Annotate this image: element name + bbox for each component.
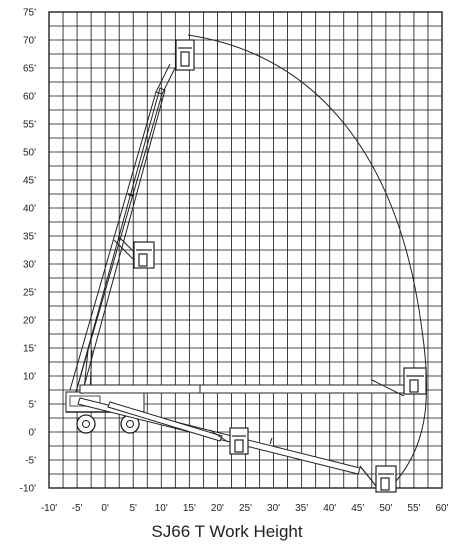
- grid: [48, 11, 443, 489]
- x-tick-label: 15': [183, 503, 196, 514]
- y-tick-label: -10': [20, 484, 36, 495]
- platform-horizontal: [403, 367, 427, 395]
- y-tick-label: 45': [23, 176, 36, 187]
- y-tick-label: 15': [23, 344, 36, 355]
- y-tick-label: 0': [29, 428, 37, 439]
- y-tick-label: 5': [29, 400, 37, 411]
- platform-down-far: [359, 465, 397, 493]
- x-tick-label: 50': [379, 503, 392, 514]
- diagram-title: SJ66 T Work Height: [151, 522, 303, 541]
- x-tick-label: 35': [295, 503, 308, 514]
- y-tick-label: 65': [23, 64, 36, 75]
- x-tick-label: 40': [323, 503, 336, 514]
- boom-down: [77, 397, 361, 475]
- boom-max-height: [69, 63, 177, 395]
- platform-max-height: [175, 39, 195, 71]
- lift-cylinder: [83, 349, 93, 391]
- y-tick-label: 55': [23, 120, 36, 131]
- x-tick-label: 25': [239, 503, 252, 514]
- y-tick-label: 70': [23, 36, 36, 47]
- y-axis-ticks: 75' 70' 65' 60' 55' 50' 45' 40' 35' 30' 25' 20' 15' 1…: [20, 8, 36, 495]
- x-tick-label: 10': [155, 503, 168, 514]
- x-tick-label: 45': [351, 503, 364, 514]
- x-tick-label: -10': [41, 503, 57, 514]
- platform-down-mid: [229, 427, 249, 455]
- x-tick-label: 60': [435, 503, 448, 514]
- y-tick-label: 60': [23, 92, 36, 103]
- y-tick-label: -5': [25, 456, 36, 467]
- y-tick-label: 10': [23, 372, 36, 383]
- x-tick-label: 0': [101, 503, 109, 514]
- work-envelope-curve: [187, 34, 428, 491]
- y-tick-label: 35': [23, 232, 36, 243]
- x-tick-label: 55': [407, 503, 420, 514]
- x-tick-label: 20': [211, 503, 224, 514]
- platform-mid: [133, 241, 155, 269]
- y-tick-label: 75': [23, 8, 36, 19]
- x-axis-ticks: -10' -5' 0' 5' 10' 15' 20' 25' 30' 35' 40' 45' 50' 55…: [41, 503, 449, 514]
- grid-border: [48, 11, 443, 489]
- x-tick-label: 30': [267, 503, 280, 514]
- y-tick-label: 20': [23, 316, 36, 327]
- y-tick-label: 40': [23, 204, 36, 215]
- x-tick-label: -5': [72, 503, 83, 514]
- y-tick-label: 50': [23, 148, 36, 159]
- y-tick-label: 25': [23, 288, 36, 299]
- x-tick-label: 5': [129, 503, 137, 514]
- y-tick-label: 30': [23, 260, 36, 271]
